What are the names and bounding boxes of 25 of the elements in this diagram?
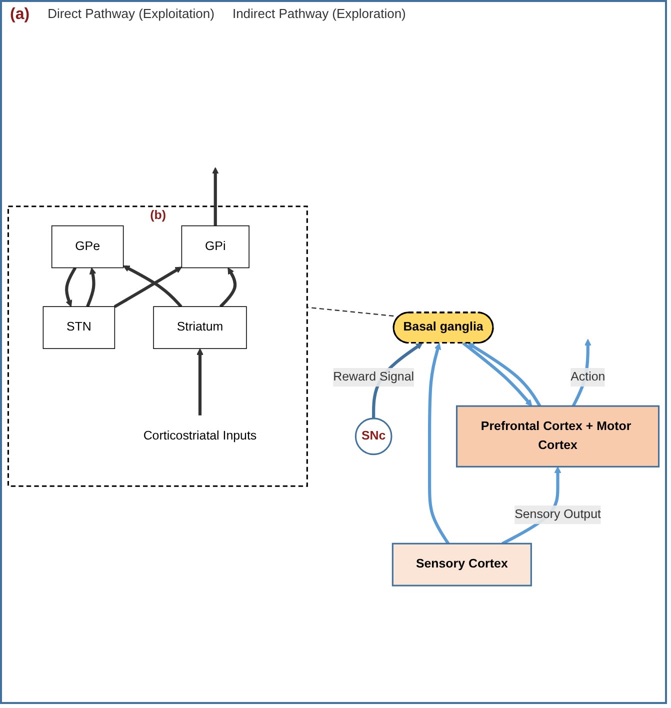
arrow — [114, 266, 182, 308]
pathway-label: Indirect Pathway (Exploration) — [232, 6, 406, 23]
panel-label: (a) — [10, 6, 30, 24]
arrow — [468, 342, 542, 407]
arrow — [196, 348, 204, 416]
node-box: Sensory Cortex — [392, 542, 532, 586]
connector — [307, 306, 394, 317]
node-box: Striatum — [153, 306, 247, 350]
arrow — [123, 266, 182, 308]
edge-label: Reward Signal — [333, 370, 414, 384]
node-box: Prefrontal Cortex + Motor Cortex — [456, 405, 660, 468]
node-text: Corticostriatal Inputs — [143, 429, 257, 443]
arrow — [462, 342, 532, 406]
arrow — [65, 267, 77, 308]
edge-label: Sensory Output — [514, 508, 601, 522]
arrow — [86, 268, 96, 308]
node-box: STN — [42, 306, 116, 350]
arrow — [212, 167, 219, 226]
arrow — [219, 268, 237, 308]
node-circle: SNc — [354, 418, 392, 456]
node-box: GPe — [51, 226, 124, 268]
pathway-label: Direct Pathway (Exploitation) — [48, 6, 214, 23]
arrow — [428, 342, 450, 545]
node-box: GPi — [181, 226, 250, 268]
edge-label: Action — [570, 370, 606, 384]
